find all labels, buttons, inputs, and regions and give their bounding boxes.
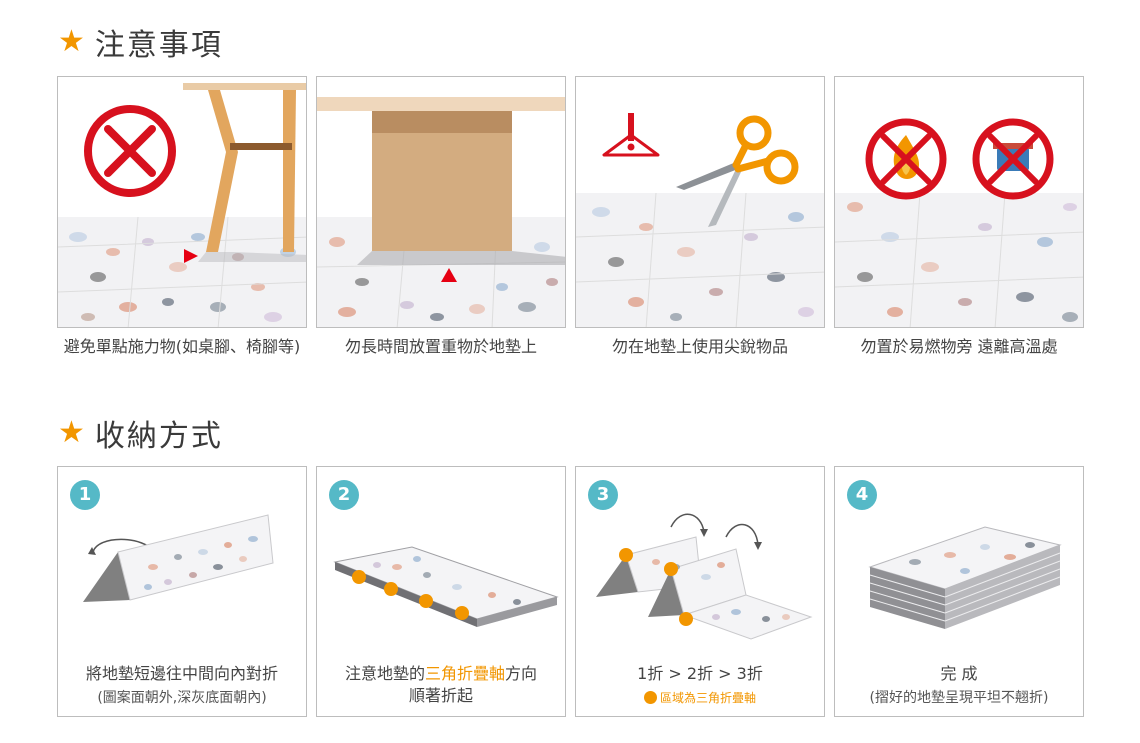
caption-chair-leg: 避免單點施力物(如桌腳、椅腳等) — [63, 337, 301, 356]
step-2-note: 順著折起 — [408, 686, 473, 705]
storage-step-3: 3 1折 > 2折 > 3折 區域為三角折疊軸 — [575, 466, 825, 717]
storage-step-4: 4 完 成 (摺好的地墊呈現平坦不翹折) — [834, 466, 1084, 717]
orange-dot-icon — [643, 691, 657, 704]
storage-step-1: 1 將地墊短邊往中間向內對折 (圖案面朝外,深灰底面朝內) — [57, 466, 307, 717]
step-2-caption: 注意地墊的三角折疊軸方向 — [344, 664, 538, 683]
warning-panel-heavy-object — [316, 76, 566, 328]
storage-title: ★ 收納方式 — [58, 415, 223, 455]
caption-fire-heat: 勿置於易燃物旁 遠離高溫處 — [860, 337, 1058, 356]
step-4-caption: 完 成 — [940, 664, 978, 683]
caption-sharp-object: 勿在地墊上使用尖銳物品 — [611, 337, 788, 356]
triangle-fold-axis-highlight: 三角折疊軸 — [424, 664, 505, 683]
step-number-badge: 2 — [329, 480, 359, 510]
step-number-badge: 4 — [847, 480, 877, 510]
warning-panel-fire-heat — [834, 76, 1084, 328]
caption-heavy-object: 勿長時間放置重物於地墊上 — [344, 337, 537, 356]
warning-panel-chair-leg — [57, 76, 307, 328]
step-number-badge: 3 — [588, 480, 618, 510]
step-1-note: (圖案面朝外,深灰底面朝內) — [97, 690, 267, 706]
step-3-caption: 1折 > 2折 > 3折 — [637, 664, 763, 683]
step-4-note: (摺好的地墊呈現平坦不翹折) — [869, 690, 1049, 706]
warning-panel-sharp-object — [575, 76, 825, 328]
step-1-caption: 將地墊短邊往中間向內對折 — [85, 664, 278, 683]
fold-axis-legend: 區域為三角折疊軸 — [576, 689, 824, 706]
star-icon: ★ — [58, 24, 85, 59]
storage-step-2: 2 注意地墊的三角折疊軸方向 順著折起 — [316, 466, 566, 717]
star-icon: ★ — [58, 415, 85, 450]
step-number-badge: 1 — [70, 480, 100, 510]
precautions-title: ★ 注意事項 — [58, 24, 223, 64]
